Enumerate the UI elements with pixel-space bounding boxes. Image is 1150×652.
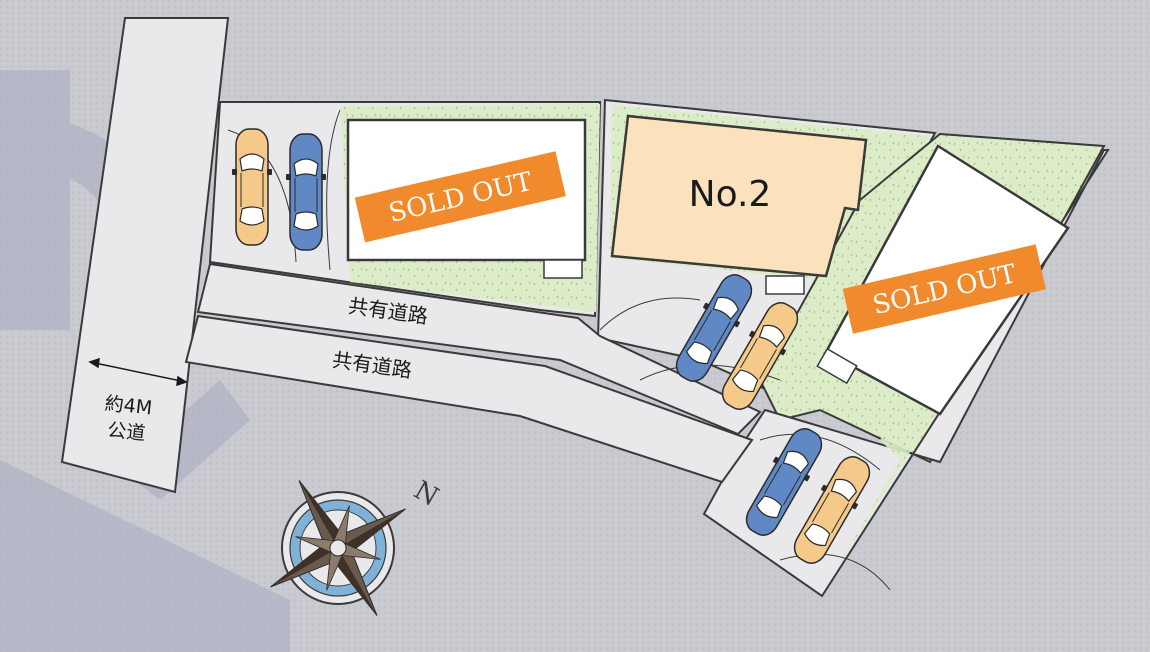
public-road-type-label: 公道	[106, 419, 146, 445]
car-lot1-blue	[285, 133, 327, 251]
car-lot1-orange	[231, 128, 273, 246]
lot-1-porch	[543, 259, 583, 279]
shared-road-2	[184, 314, 754, 484]
public-road-width-label: 約4M	[104, 393, 154, 420]
public-road	[60, 17, 230, 494]
compass-rose-icon	[270, 480, 406, 616]
lot-2-house	[610, 114, 868, 278]
lot-2-number-label: No.2	[689, 174, 772, 215]
road-width-marker	[88, 357, 188, 387]
shared-road-1	[196, 262, 762, 436]
lot-2-porch	[765, 275, 805, 295]
lot-3-porch	[816, 347, 858, 385]
